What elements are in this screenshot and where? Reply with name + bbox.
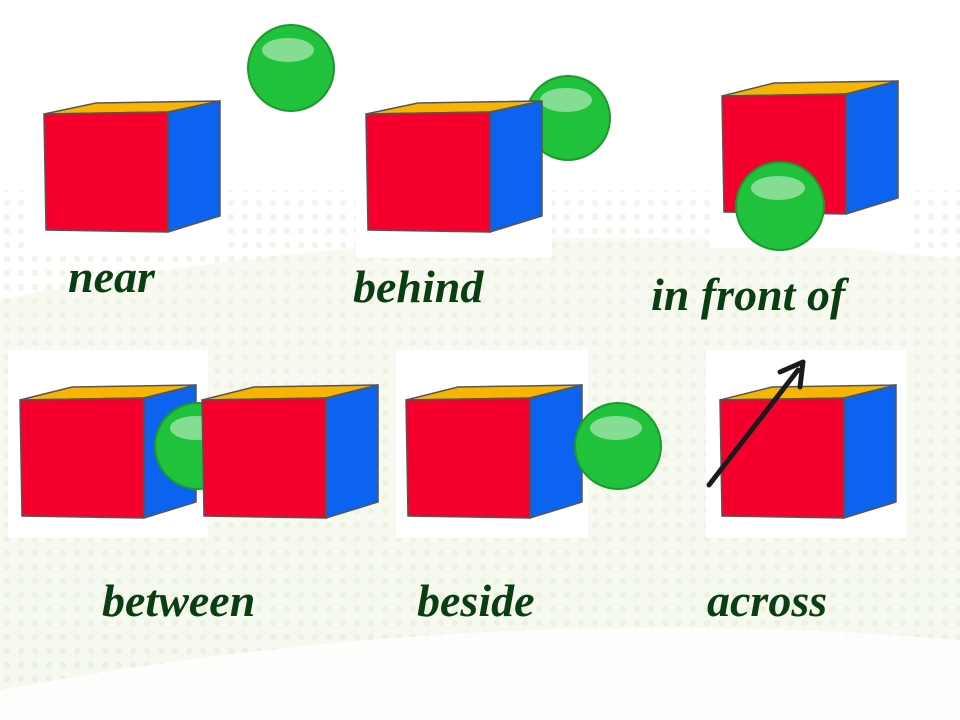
label-across: across: [707, 575, 828, 626]
green-ball-icon: [247, 24, 335, 112]
scene-in-front-of: [706, 58, 916, 258]
green-ball-icon: [735, 161, 825, 251]
cube-icon: [405, 384, 583, 520]
cube-icon: [365, 100, 543, 234]
label-near: near: [68, 251, 155, 302]
arrow-icon: [706, 359, 806, 488]
label-behind: behind: [353, 261, 484, 312]
scene-near: [30, 18, 340, 258]
cube-icon: [719, 384, 897, 520]
scene-across: [700, 350, 910, 540]
cube-icon: [43, 100, 221, 234]
cube-icon: [201, 384, 379, 520]
label-between: between: [102, 575, 256, 626]
green-ball-icon: [574, 402, 662, 490]
label-in-front-of: in front of: [651, 269, 846, 320]
scene-beside: [396, 350, 676, 540]
label-beside: beside: [417, 575, 535, 626]
scene-between: [8, 350, 388, 540]
scene-behind: [350, 60, 630, 260]
